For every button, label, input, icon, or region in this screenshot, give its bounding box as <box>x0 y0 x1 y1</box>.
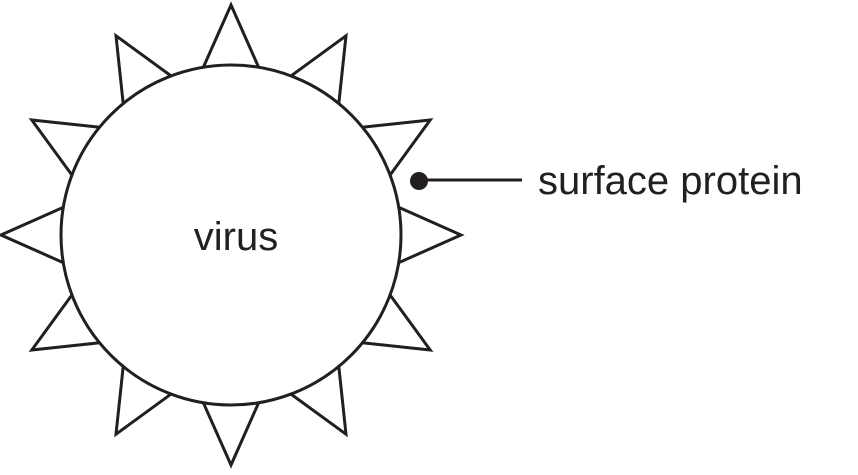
virus-label: virus <box>194 215 278 259</box>
surface-protein-marker-dot <box>410 172 428 190</box>
surface-protein-label: surface protein <box>538 159 803 203</box>
